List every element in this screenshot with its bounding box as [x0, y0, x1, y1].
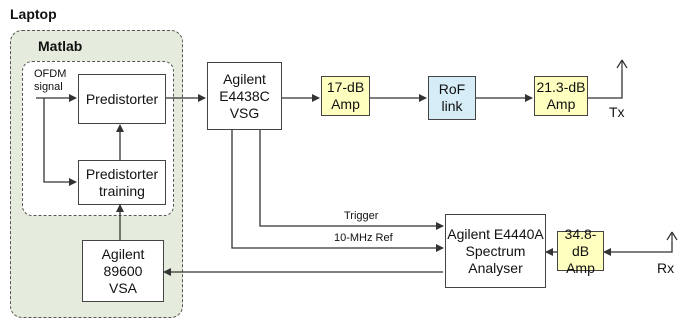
predistorter-block: Predistorter [78, 74, 166, 124]
trigger-arrow [259, 130, 444, 230]
vsa-label-line1: Agilent [101, 245, 145, 262]
rof-label-line1: RoF [438, 81, 466, 97]
predistorter-training-block: Predistorter training [78, 160, 166, 205]
ofdm-to-training-arrow [43, 98, 77, 186]
tx-label: Tx [609, 104, 625, 120]
sa-label-line2: Spectrum [465, 242, 526, 259]
ref-arrow [231, 130, 444, 252]
tx-antenna-icon [616, 59, 628, 70]
trigger-label: Trigger [344, 210, 379, 222]
vsa-label-line2: 89600 [103, 262, 143, 279]
amp17-label-line2: Amp [331, 96, 360, 112]
amp213-to-tx-wire [588, 70, 623, 99]
rx-to-amp348-wire [612, 242, 673, 253]
ofdm-signal-label-line1: OFDM [34, 68, 67, 80]
rof-label-line2: link [441, 98, 463, 114]
vsg-label-line2: E4438C [219, 87, 270, 104]
predistorter-label: Predistorter [85, 90, 159, 107]
rx-antenna-icon [666, 231, 678, 242]
amp348-label-line2: Amp [566, 259, 595, 276]
matlab-title: Matlab [38, 38, 83, 54]
vsa-block: Agilent 89600 VSA [82, 240, 164, 302]
amp-34-8db-block: 34.8-dB Amp [557, 226, 604, 276]
spectrum-analyser-block: Agilent E4440A Spectrum Analyser [445, 214, 546, 288]
rof-link-block: RoF link [428, 76, 476, 120]
sa-label-line3: Analyser [468, 259, 523, 276]
sa-label-line1: Agilent E4440A [447, 225, 544, 242]
amp17-label-line1: 17-dB [326, 79, 365, 95]
vsg-block: Agilent E4438C VSG [207, 62, 282, 130]
vsg-label-line3: VSG [229, 104, 260, 121]
training-label-line1: Predistorter [85, 165, 159, 182]
rx-label: Rx [657, 260, 675, 276]
training-label-line2: training [99, 182, 145, 199]
amp213-label-line2: Amp [546, 96, 576, 112]
amp348-label-line1: 34.8-dB [564, 225, 597, 259]
ref-label: 10-MHz Ref [334, 232, 393, 244]
amp-21-3db-block: 21.3-dB Amp [534, 76, 588, 116]
amp213-label-line1: 21.3-dB [536, 79, 586, 95]
vsg-label-line1: Agilent [223, 70, 266, 87]
amp-17db-block: 17-dB Amp [321, 76, 370, 116]
laptop-title: Laptop [10, 6, 57, 22]
vsa-label-line3: VSA [108, 279, 137, 296]
ofdm-signal-label-line2: signal [34, 81, 63, 93]
